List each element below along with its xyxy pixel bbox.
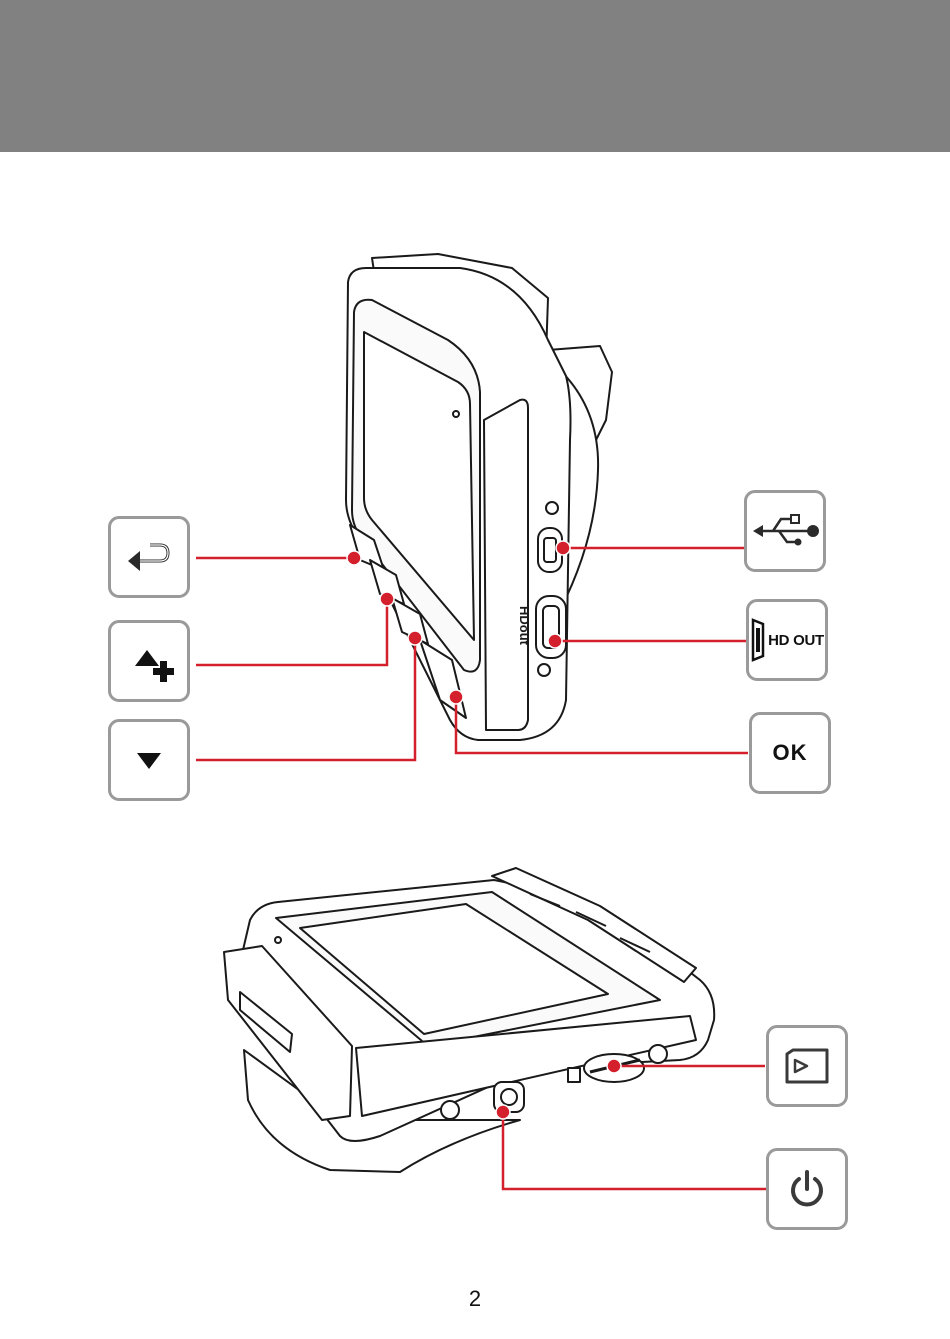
down-triangle-icon <box>129 745 169 775</box>
down-key <box>108 719 190 801</box>
device-side-view <box>346 254 612 740</box>
usb-icon <box>749 511 821 551</box>
up-triangle-plus-icon <box>119 636 179 686</box>
usb-key <box>744 490 826 572</box>
ok-label: OK <box>773 740 808 766</box>
memory-card-icon <box>783 1048 831 1084</box>
hdmi-port-icon <box>750 618 766 662</box>
return-arrow-icon <box>122 537 176 577</box>
device-top-view <box>224 868 714 1172</box>
hd-out-label: HD OUT <box>768 632 824 649</box>
callouts-bottom <box>503 1066 766 1189</box>
page-number: 2 <box>0 1286 950 1312</box>
up-zoom-key <box>108 620 190 702</box>
ok-key: OK <box>749 712 831 794</box>
side-text: HDout <box>517 606 532 646</box>
back-key <box>108 516 190 598</box>
hd-out-key: HD OUT <box>746 599 828 681</box>
sd-card-key <box>766 1025 848 1107</box>
power-icon <box>785 1167 829 1211</box>
power-key <box>766 1148 848 1230</box>
